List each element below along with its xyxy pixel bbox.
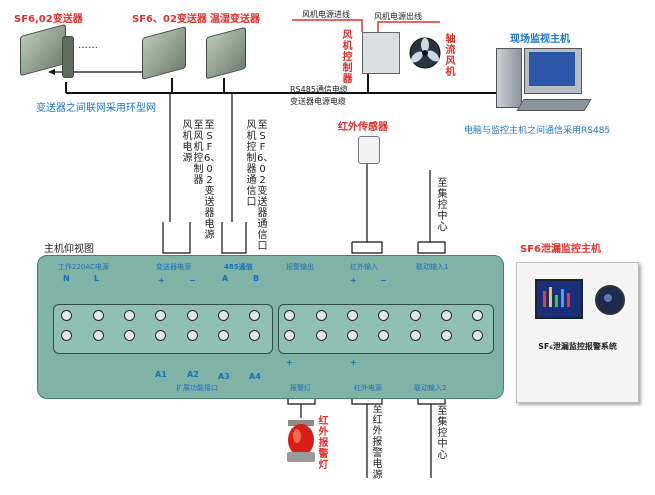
linkage-input1-label: 联动输入1 bbox=[416, 263, 449, 271]
to-ir-alarm-vlabel: 至红外报警电源 bbox=[372, 404, 383, 481]
transmitter-dots: …… bbox=[78, 40, 98, 51]
expansion-interface-label: 扩展功能接口 bbox=[176, 384, 218, 392]
terminal-screw bbox=[124, 330, 135, 341]
humidity-transmitter-label: 温湿变送器 bbox=[210, 14, 260, 25]
ir-power-plus-label: + bbox=[350, 358, 357, 367]
transmitter-minus-label: − bbox=[189, 276, 196, 285]
to-center-top-vlabel: 至集控中心 bbox=[437, 178, 448, 233]
terminal-screw bbox=[61, 330, 72, 341]
pc-comm-note: 电脑与监控主机之间通信采用RS485 bbox=[464, 126, 611, 136]
a3-label: A3 bbox=[218, 372, 230, 381]
terminal-screw bbox=[61, 310, 72, 321]
sf6-host-keypad-center bbox=[604, 294, 612, 302]
fan-controller-vlabel: 至风机控制器 bbox=[193, 120, 204, 186]
transmitter-plus-label: + bbox=[158, 276, 165, 285]
fan-power-in-label: 风机电源进线 bbox=[302, 10, 350, 19]
terminal-screw bbox=[378, 310, 389, 321]
axial-fan-label: 轴流风机 bbox=[445, 34, 456, 78]
terminal-screw bbox=[155, 330, 166, 341]
site-host-label: 现场监视主机 bbox=[510, 34, 570, 45]
sf6-host-screen-bars bbox=[543, 287, 570, 307]
rs485-label: 485通信 bbox=[224, 263, 253, 271]
ir-sensor-label: 红外传感器 bbox=[338, 122, 388, 133]
a2-label: A2 bbox=[187, 370, 199, 379]
terminal-screw bbox=[218, 310, 229, 321]
terminal-screw bbox=[347, 330, 358, 341]
ir-input-plus-label: + bbox=[350, 276, 357, 285]
n-terminal-label: N bbox=[63, 274, 70, 283]
terminal-screw bbox=[218, 330, 229, 341]
terminal-screw bbox=[155, 310, 166, 321]
sf6-host-title: SF6泄漏监控主机 bbox=[520, 244, 601, 255]
to-center-bottom-vlabel: 至集控中心 bbox=[437, 406, 448, 461]
rs485-cable-label: RS485通信电缆 bbox=[290, 85, 348, 94]
sf6-host-device: SF₆泄漏监控报警系统 bbox=[516, 262, 639, 403]
terminal-screw bbox=[249, 310, 260, 321]
terminal-screw bbox=[187, 330, 198, 341]
a1-label: A1 bbox=[155, 370, 167, 379]
terminal-screw bbox=[472, 310, 483, 321]
fan-power-vlabel: 风机电源 bbox=[182, 120, 193, 164]
power-220ac-label: 工作220AC电源 bbox=[58, 263, 109, 271]
rs485-b-label: B bbox=[253, 274, 260, 283]
terminal-screw bbox=[124, 310, 135, 321]
terminal-screw bbox=[316, 310, 327, 321]
rs485-a-label: A bbox=[222, 274, 229, 283]
pc-keyboard bbox=[516, 99, 592, 111]
fan-comm-vlabel: 风机控制器通信口 bbox=[246, 120, 257, 208]
sf6-transmitter-mid-label: SF6、02变送器 bbox=[132, 14, 207, 25]
terminal-screw bbox=[441, 310, 452, 321]
sf6-power-vlabel: 至SF6、02变送器电源 bbox=[204, 120, 221, 241]
ir-alarm-light-label: 红外报警灯 bbox=[318, 416, 329, 471]
sf6-transmitter-left-label: SF6,02变送器 bbox=[14, 14, 83, 25]
linkage-input2-label: 联动输入2 bbox=[414, 384, 447, 392]
alarm-light-plus-label: + bbox=[286, 358, 293, 367]
transmitter-power-cable-label: 变送器电源电缆 bbox=[290, 97, 346, 106]
terminal-screw bbox=[187, 310, 198, 321]
terminal-screw bbox=[472, 330, 483, 341]
l-terminal-label: L bbox=[94, 274, 100, 283]
a4-label: A4 bbox=[249, 372, 261, 381]
pc-screen bbox=[529, 52, 575, 86]
ir-input-minus-label: − bbox=[380, 276, 387, 285]
terminal-screw bbox=[347, 310, 358, 321]
terminal-screw bbox=[284, 310, 295, 321]
fan-power-out-label: 风机电源出线 bbox=[374, 12, 422, 21]
terminal-screw bbox=[93, 330, 104, 341]
panel-title: 主机仰视图 bbox=[44, 244, 94, 255]
terminal-screw bbox=[316, 330, 327, 341]
terminal-screw bbox=[284, 330, 295, 341]
fan-controller-label: 风机控制器 bbox=[342, 30, 353, 85]
fan-controller-box bbox=[362, 32, 400, 74]
terminal-screw bbox=[410, 330, 421, 341]
terminal-screw bbox=[378, 330, 389, 341]
ir-alarm-light-icon bbox=[287, 420, 315, 462]
terminal-screw bbox=[249, 330, 260, 341]
sf6-comm-vlabel: 至SF6、02变送器通信口 bbox=[257, 120, 274, 252]
sf6-host-screen-label: SF₆泄漏监控报警系统 bbox=[538, 342, 617, 351]
ir-power-label: 红外电源 bbox=[354, 384, 382, 392]
pc-tower bbox=[496, 48, 522, 108]
ring-network-note: 变送器之间联网采用环型网 bbox=[36, 103, 156, 114]
axial-fan-icon bbox=[409, 37, 441, 69]
terminal-screw bbox=[93, 310, 104, 321]
terminal-screw bbox=[410, 310, 421, 321]
ir-input-label: 红外输入 bbox=[350, 263, 378, 271]
ir-sensor-device bbox=[358, 136, 380, 164]
alarm-light-terminal-label: 报警灯 bbox=[290, 384, 311, 392]
transmitter-power-label: 变送器电源 bbox=[156, 263, 191, 271]
terminal-screw bbox=[441, 330, 452, 341]
sf6-transmitter-left-side bbox=[62, 36, 74, 78]
alarm-output-label: 报警输出 bbox=[286, 263, 314, 271]
